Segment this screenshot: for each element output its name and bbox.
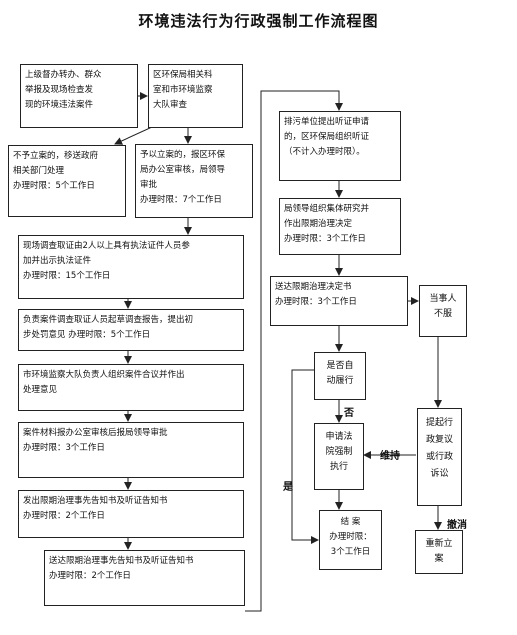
party-dissent-box: 当事人 不服 [419, 285, 467, 337]
hearing-box: 排污单位提出听证申请 的，区环保局组织听证 （不计入办理时限）。 [279, 111, 401, 181]
text-line: 结 案 [340, 517, 361, 527]
text-line: 重新立 [425, 539, 453, 549]
text-line: 办理时限：3个工作日 [275, 297, 357, 307]
label-revoke: 撤消 [447, 520, 467, 531]
case-source-box: 上级督办转办、群众 举报及现场检查发 现的环境违法案件 [20, 64, 138, 128]
text-line: 是否自 [326, 361, 354, 371]
text-line: 处理意见 [23, 385, 58, 395]
text-line: 排污单位提出听证申请 [284, 117, 370, 127]
text-line: 动履行 [326, 376, 354, 386]
arrow-notice2-to-hearing [245, 90, 343, 612]
text-line: 加并出示执法证件 [23, 256, 92, 266]
text-line: 送达限期治理决定书 [275, 282, 352, 292]
text-line: 予以立案的，报区环保 [140, 150, 226, 160]
text-line: 室和市环境监察 [153, 85, 213, 95]
notice-issue-box: 发出限期治理事先告知书及听证告知书 办理时限：2个工作日 [18, 490, 244, 538]
text-line: 诉讼 [430, 469, 449, 479]
text-line: 步处罚意见 办理时限：5个工作日 [23, 330, 151, 340]
text-line: 送达限期治理事先告知书及听证告知书 [49, 556, 194, 566]
text-line: 局领导组织集体研究并 [284, 204, 370, 214]
arrow-review-to-transfer [114, 126, 153, 145]
text-line: 现的环境违法案件 [25, 100, 94, 110]
text-line: 不服 [433, 309, 452, 319]
text-line: 当事人 [429, 294, 457, 304]
text-line: 案 [434, 554, 444, 564]
text-line: 办理时限：5个工作日 [13, 181, 95, 191]
approval-box: 案件材料报办公室审核后报局领导审批 办理时限：3个工作日 [18, 422, 244, 478]
text-line: 院强制 [325, 447, 353, 457]
meeting-box: 市环境监察大队负责人组织案件合议并作出 处理意见 [18, 364, 244, 411]
investigation-box: 现场调查取证由2人以上具有执法证件人员参 加并出示执法证件 办理时限：15个工作… [18, 235, 244, 299]
text-line: 区环保局相关科 [153, 70, 213, 80]
text-line: 或行政 [425, 452, 453, 462]
text-line: （不计入办理时限）。 [284, 147, 365, 157]
refile-box: 重新立 案 [415, 530, 463, 574]
text-line: 办理时限：3个工作日 [23, 443, 105, 453]
text-line: 办理时限：7个工作日 [140, 195, 222, 205]
text-line: 提起行 [425, 418, 453, 428]
text-line: 大队审查 [153, 100, 188, 110]
text-line: 负责案件调查取证人员起草调查报告，提出初 [23, 315, 194, 325]
text-line: 办理时限：2个工作日 [23, 511, 105, 521]
text-line: 市环境监察大队负责人组织案件合议并作出 [23, 370, 185, 380]
label-yes: 是 [283, 482, 293, 493]
text-line: 现场调查取证由2人以上具有执法证件人员参 [23, 241, 190, 251]
arrow-selfperform-to-close [291, 369, 319, 544]
text-line: 审批 [140, 180, 158, 190]
report-box: 负责案件调查取证人员起草调查报告，提出初 步处罚意见 办理时限：5个工作日 [18, 309, 244, 351]
text-line: 执行 [329, 462, 348, 472]
text-line: 办理时限：3个工作日 [284, 234, 366, 244]
notice-delivery-box: 送达限期治理事先告知书及听证告知书 办理时限：2个工作日 [44, 550, 245, 606]
label-no: 否 [344, 408, 354, 419]
case-closed-box: 结 案 办理时限： 3个工作日 [319, 510, 382, 570]
label-uphold: 维持 [380, 451, 400, 462]
text-line: 不予立案的，移送政府 [13, 151, 99, 161]
decision-delivery-box: 送达限期治理决定书 办理时限：3个工作日 [270, 276, 408, 326]
appeal-box: 提起行 政复议 或行政 诉讼 [417, 408, 462, 506]
text-line: 3个工作日 [330, 547, 371, 557]
text-line: 办理时限：2个工作日 [49, 571, 131, 581]
text-line: 的，区环保局组织听证 [284, 132, 370, 142]
text-line: 申请法 [325, 432, 353, 442]
text-line: 办理时限： [329, 532, 372, 542]
filing-box: 予以立案的，报区环保 局办公室审核，局领导 审批 办理时限：7个工作日 [135, 144, 253, 218]
text-line: 相关部门处理 [13, 166, 65, 176]
court-enforcement-box: 申请法 院强制 执行 [314, 423, 364, 490]
text-line: 办理时限：15个工作日 [23, 271, 111, 281]
text-line: 上级督办转办、群众 [25, 70, 102, 80]
text-line: 举报及现场检查发 [25, 85, 94, 95]
text-line: 案件材料报办公室审核后报局领导审批 [23, 428, 168, 438]
text-line: 发出限期治理事先告知书及听证告知书 [23, 496, 168, 506]
text-line: 局办公室审核，局领导 [140, 165, 226, 175]
transfer-box: 不予立案的，移送政府 相关部门处理 办理时限：5个工作日 [8, 145, 126, 217]
text-line: 作出限期治理决定 [284, 219, 353, 229]
collective-decision-box: 局领导组织集体研究并 作出限期治理决定 办理时限：3个工作日 [279, 198, 401, 255]
text-line: 政复议 [425, 435, 453, 445]
review-box: 区环保局相关科 室和市环境监察 大队审查 [148, 64, 243, 128]
self-perform-decision-box: 是否自 动履行 [314, 352, 366, 400]
page-title: 环境违法行为行政强制工作流程图 [138, 12, 379, 30]
